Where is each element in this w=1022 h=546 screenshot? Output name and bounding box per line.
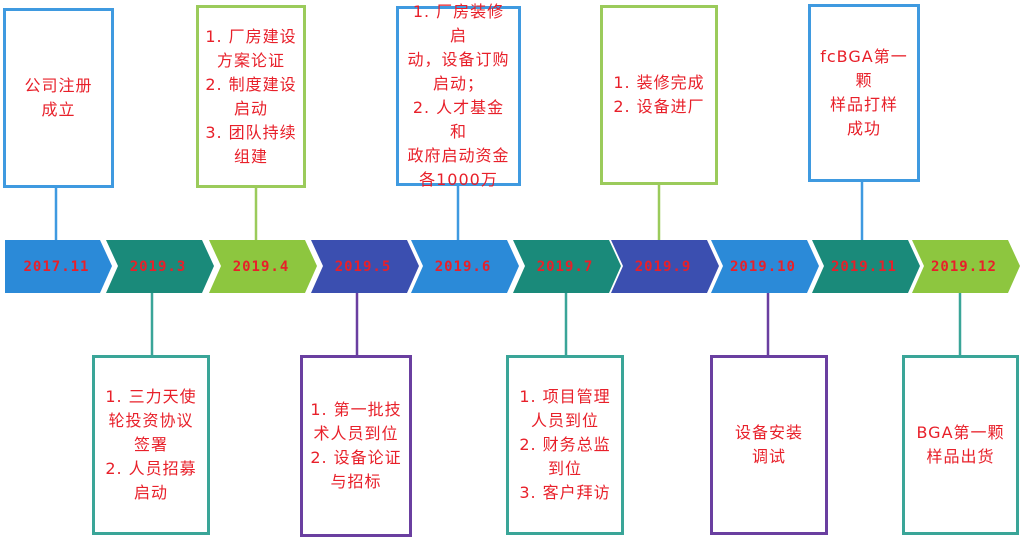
event-text-0: 公司注册 成立 [24, 76, 93, 119]
date-label-3: 2019.5 [335, 259, 392, 275]
timeline-segment-7 [711, 240, 819, 293]
timeline-segment-9 [912, 240, 1020, 293]
event-box-4: 1. 厂房装修启 动，设备订购 启动； 2. 人才基金和 政府启动资金 各100… [396, 2, 521, 189]
timeline-segment-1 [106, 240, 214, 293]
event-box-3: 1. 第一批技 术人员到位 2. 设备论证 与招标 [300, 355, 412, 537]
date-label-1: 2019.3 [130, 259, 187, 275]
event-text-6: 1. 装修完成 2. 设备进厂 [613, 73, 705, 116]
timeline-segment-0 [5, 240, 112, 293]
event-box-7: 设备安装 调试 [710, 355, 828, 535]
timeline-segment-8 [812, 240, 920, 293]
timeline-segment-3 [311, 240, 419, 293]
event-box-1: 1. 三力天使 轮投资协议 签署 2. 人员招募 启动 [92, 355, 210, 535]
timeline-segment-4 [411, 240, 519, 293]
timeline-segment-5 [513, 240, 621, 293]
date-label-9: 2019.12 [931, 259, 997, 275]
event-text-8: fcBGA第一颗 样品打样 成功 [820, 47, 908, 138]
event-text-3: 1. 第一批技 术人员到位 2. 设备论证 与招标 [310, 400, 402, 491]
event-box-5: 1. 项目管理 人员到位 2. 财务总监 到位 3. 客户拜访 [506, 355, 624, 535]
date-label-5: 2019.7 [537, 259, 594, 275]
date-label-0: 2017.11 [23, 259, 89, 275]
timeline-segment-2 [209, 240, 317, 293]
event-text-7: 设备安装 调试 [734, 423, 803, 466]
event-box-2: 1. 厂房建设 方案论证 2. 制度建设 启动 3. 团队持续 组建 [196, 5, 306, 188]
date-label-7: 2019.10 [730, 259, 796, 275]
event-text-5: 1. 项目管理 人员到位 2. 财务总监 到位 3. 客户拜访 [519, 387, 611, 502]
event-box-0: 公司注册 成立 [3, 8, 114, 188]
date-label-4: 2019.6 [435, 259, 492, 275]
date-label-6: 2019.9 [635, 259, 692, 275]
event-text-9: BGA第一颗 样品出货 [916, 423, 1005, 466]
date-label-2: 2019.4 [233, 259, 290, 275]
event-box-6: 1. 装修完成 2. 设备进厂 [600, 5, 718, 185]
event-text-2: 1. 厂房建设 方案论证 2. 制度建设 启动 3. 团队持续 组建 [205, 26, 297, 166]
event-text-4: 1. 厂房装修启 动，设备订购 启动； 2. 人才基金和 政府启动资金 各100… [407, 2, 510, 189]
date-label-8: 2019.11 [831, 259, 897, 275]
event-box-8: fcBGA第一颗 样品打样 成功 [808, 4, 920, 182]
event-box-9: BGA第一颗 样品出货 [902, 355, 1019, 535]
timeline-segment-6 [611, 240, 719, 293]
event-text-1: 1. 三力天使 轮投资协议 签署 2. 人员招募 启动 [105, 387, 197, 502]
